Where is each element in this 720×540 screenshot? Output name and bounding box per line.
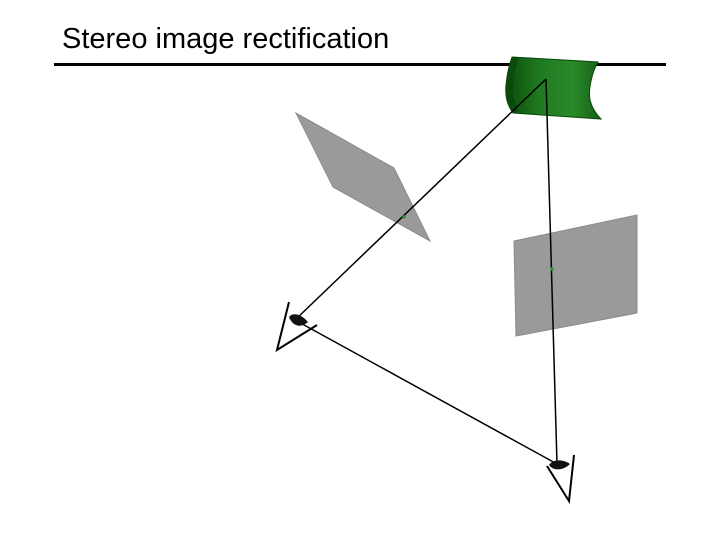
right-camera-frustum [546, 454, 575, 504]
ray-right-camera-to-point [545, 78, 558, 465]
curved-surface-icon [505, 56, 603, 120]
left-camera-frustum [275, 301, 318, 353]
left-projection-point [402, 215, 406, 219]
eye-icon [549, 460, 570, 470]
right-image-plane [513, 214, 638, 337]
right-projection-point [550, 267, 554, 271]
right-camera [546, 454, 575, 504]
slide-title: Stereo image rectification [62, 23, 390, 55]
ray-left-camera-to-point [294, 78, 547, 321]
scene-object-shadow [505, 57, 519, 113]
eye-icon [289, 314, 308, 326]
baseline [294, 319, 558, 465]
left-image-plane [294, 111, 432, 243]
left-camera [275, 301, 318, 353]
title-underline [54, 63, 666, 66]
scene-object [505, 56, 603, 120]
